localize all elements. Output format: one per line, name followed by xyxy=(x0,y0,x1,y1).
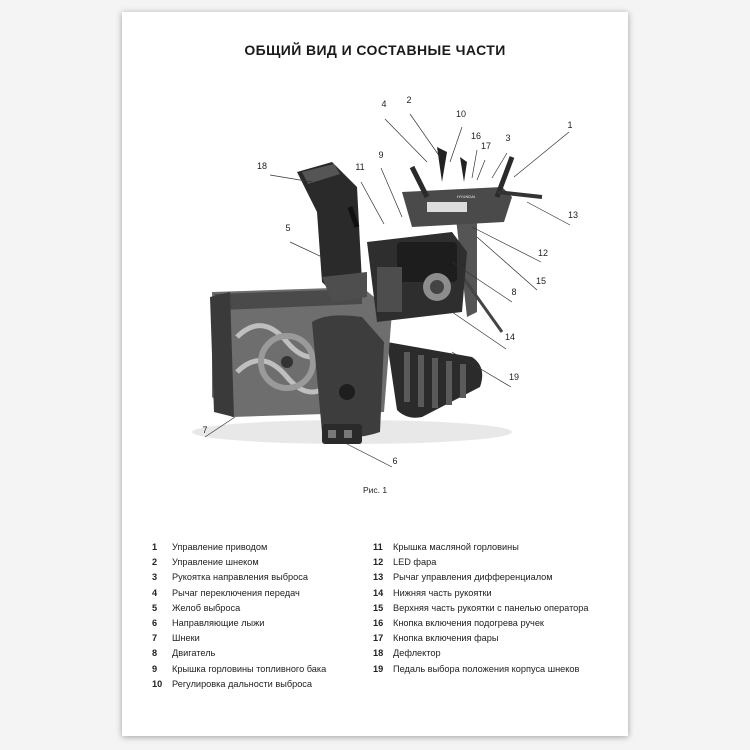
legend-number: 10 xyxy=(152,678,163,689)
legend-number: 18 xyxy=(373,648,384,659)
legend-item: 4 Рычаг переключения передач xyxy=(152,586,326,601)
legend-number: 4 xyxy=(152,587,158,598)
page-title: ОБЩИЙ ВИД И СОСТАВНЫЕ ЧАСТИ xyxy=(244,42,506,58)
legend-number: 2 xyxy=(152,557,158,568)
legend-label: Верхняя часть рукоятки с панелью операто… xyxy=(393,602,589,613)
legend-item: 17 Кнопка включения фары xyxy=(373,631,589,646)
callout-3: 3 xyxy=(505,133,511,143)
legend-item: 19 Педаль выбора положения корпуса шнеков xyxy=(373,662,589,677)
legend-item: 14 Нижняя часть рукоятки xyxy=(373,586,589,601)
legend-label: Крышка горловины топливного бака xyxy=(172,663,327,674)
legend-label: Управление приводом xyxy=(172,542,268,552)
legend-item: 18 Дефлектор xyxy=(373,646,589,661)
legend-label: Регулировка дальности выброса xyxy=(172,678,313,689)
legend-item: 7 Шнеки xyxy=(152,631,326,646)
legend-label: Кнопка включения подогрева ручек xyxy=(393,617,544,628)
legend-label: Двигатель xyxy=(172,648,216,659)
legend-item: 13 Рычаг управления дифференциалом xyxy=(373,570,589,585)
callout-16: 16 xyxy=(470,131,482,141)
legend-item: 5 Желоб выброса xyxy=(152,601,326,616)
callout-11: 11 xyxy=(355,162,365,172)
legend-number: 14 xyxy=(373,587,384,598)
legend-number: 6 xyxy=(152,617,158,628)
callout-2: 2 xyxy=(406,95,412,105)
callout-15: 15 xyxy=(535,276,547,286)
callout-19: 19 xyxy=(508,372,520,382)
callout-8: 8 xyxy=(511,287,517,297)
legend-label: Направляющие лыжи xyxy=(172,617,265,628)
legend-item: 6 Направляющие лыжи xyxy=(152,616,326,631)
legend-number: 7 xyxy=(152,633,158,644)
callout-9: 9 xyxy=(378,150,384,160)
legend-item: 11 Крышка масляной горловины xyxy=(373,540,589,555)
legend-number: 12 xyxy=(373,557,384,568)
legend-item: 9 Крышка горловины топливного бака xyxy=(152,662,326,677)
legend-number: 3 xyxy=(152,572,158,583)
snowblower-illustration: HYUNDAI xyxy=(192,113,571,468)
callout-18: 18 xyxy=(256,161,268,171)
legend-item: 12 LED фара xyxy=(373,555,589,570)
callout-1: 1 xyxy=(567,120,573,130)
legend-label: Рычаг переключения передач xyxy=(172,587,300,598)
callout-12: 12 xyxy=(537,248,549,258)
legend-label: Рукоятка направления выброса xyxy=(172,572,308,583)
legend-item: 10 Регулировка дальности выброса xyxy=(152,677,326,692)
legend-item: 3 Рукоятка направления выброса xyxy=(152,570,326,585)
legend-item: 15 Верхняя часть рукоятки с панелью опера… xyxy=(373,601,589,616)
legend-number: 17 xyxy=(373,633,384,644)
legend-label: Желоб выброса xyxy=(172,602,241,613)
legend-number: 1 xyxy=(152,542,158,552)
legend-label: Шнеки xyxy=(172,633,200,644)
legend-label: Нижняя часть рукоятки xyxy=(393,587,492,598)
legend-item: 8 Двигатель xyxy=(152,646,326,661)
legend-number: 11 xyxy=(373,542,383,552)
callout-17: 17 xyxy=(480,141,492,151)
legend-number: 9 xyxy=(152,663,158,674)
legend-number: 5 xyxy=(152,602,158,613)
figure-caption: Рис. 1 xyxy=(362,485,388,495)
legend-item: 2 Управление шнеком xyxy=(152,555,326,570)
callout-10: 10 xyxy=(455,109,467,119)
snowblower-figure: HYUNDAI xyxy=(122,12,628,512)
legend-label: Педаль выбора положения корпуса шнеков xyxy=(393,663,580,674)
callout-5: 5 xyxy=(285,223,291,233)
legend-label: Дефлектор xyxy=(393,648,441,659)
legend-right-column: 11 Крышка масляной горловины 12 LED фара 1… xyxy=(373,540,589,677)
callout-7: 7 xyxy=(202,425,208,435)
legend-number: 15 xyxy=(373,602,384,613)
legend-item: 1 Управление приводом xyxy=(152,540,326,555)
callout-6: 6 xyxy=(392,456,398,466)
legend-number: 16 xyxy=(373,617,384,628)
callout-4: 4 xyxy=(381,99,387,109)
legend-label: Рычаг управления дифференциалом xyxy=(393,572,553,583)
legend-label: Крышка масляной горловины xyxy=(393,542,519,552)
manual-page: ОБЩИЙ ВИД И СОСТАВНЫЕ ЧАСТИ xyxy=(122,12,628,736)
legend-number: 13 xyxy=(373,572,384,583)
callout-13: 13 xyxy=(567,210,579,220)
legend-number: 19 xyxy=(373,663,384,674)
callout-14: 14 xyxy=(504,332,516,342)
legend-label: Управление шнеком xyxy=(172,557,259,568)
legend-label: LED фара xyxy=(393,557,437,568)
legend-number: 8 xyxy=(152,648,158,659)
legend-item: 16 Кнопка включения подогрева ручек xyxy=(373,616,589,631)
panel-brand-text: HYUNDAI xyxy=(457,194,475,199)
legend-label: Кнопка включения фары xyxy=(393,633,499,644)
